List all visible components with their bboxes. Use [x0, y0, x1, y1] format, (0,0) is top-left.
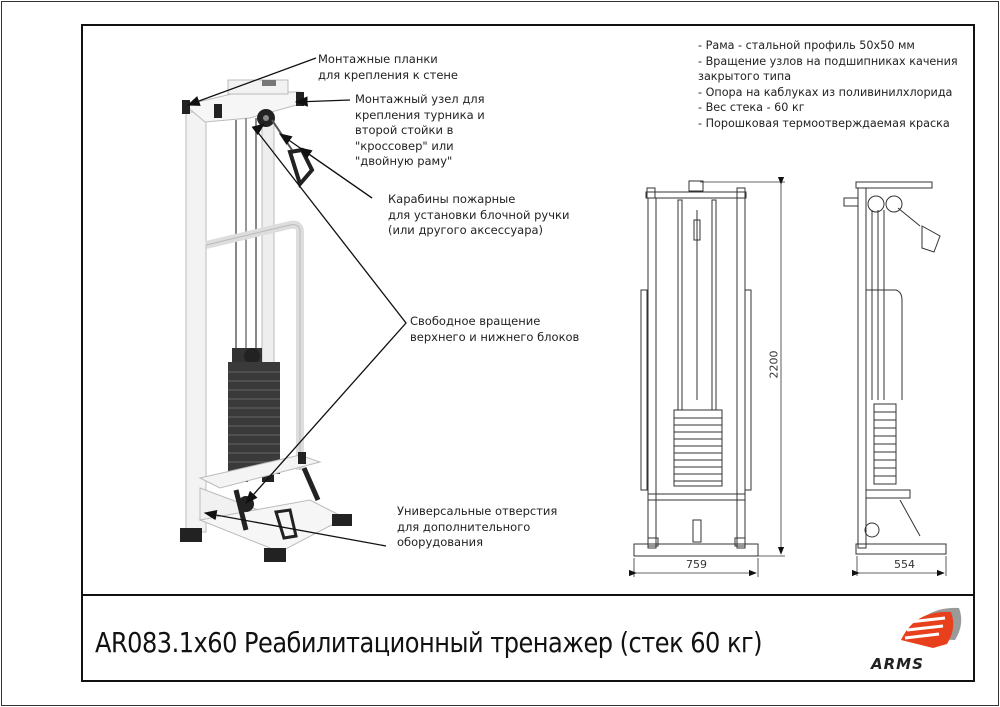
front-view-drawing [633, 180, 759, 557]
callout-mounting-node: Монтажный узел для крепления турника и в… [355, 92, 485, 168]
dimension-side-depth: 554 [894, 558, 915, 571]
spec-item: - Опора на каблуках из поливинилхлорида [698, 85, 953, 99]
arms-logo: ARMS [863, 600, 963, 676]
callout-carabiners: Карабины пожарные для установки блочной … [388, 192, 570, 237]
side-view-drawing [843, 181, 947, 555]
logo-wing-icon [901, 607, 962, 648]
spec-item: - Рама - стальной профиль 50х50 мм [698, 39, 915, 52]
dimension-front-width: 759 [686, 558, 707, 571]
callout-free-rotation: Свободное вращение верхнего и нижнего бл… [410, 314, 580, 344]
dimension-height: 2200 [767, 350, 781, 379]
spec-item: закрытого типа [698, 70, 792, 84]
spec-item: - Порошковая термоотверждаемая краска [698, 116, 950, 130]
callout-universal-holes: Универсальные отверстия для дополнительн… [397, 504, 558, 549]
spec-item: - Вес стека - 60 кг [698, 101, 805, 115]
title-block: AR083.1х60 Реабилитационный тренажер (ст… [81, 594, 975, 682]
page-title: AR083.1х60 Реабилитационный тренажер (ст… [95, 626, 763, 659]
logo-text: ARMS [871, 655, 924, 673]
machine-render [180, 79, 352, 562]
spec-item: - Вращение узлов на подшипниках качения [698, 54, 958, 68]
callout-wall-mounting-plates: Монтажные планки для крепления к стене [318, 52, 458, 82]
spec-list: - Рама - стальной профиль 50х50 мм - Вра… [698, 38, 958, 132]
